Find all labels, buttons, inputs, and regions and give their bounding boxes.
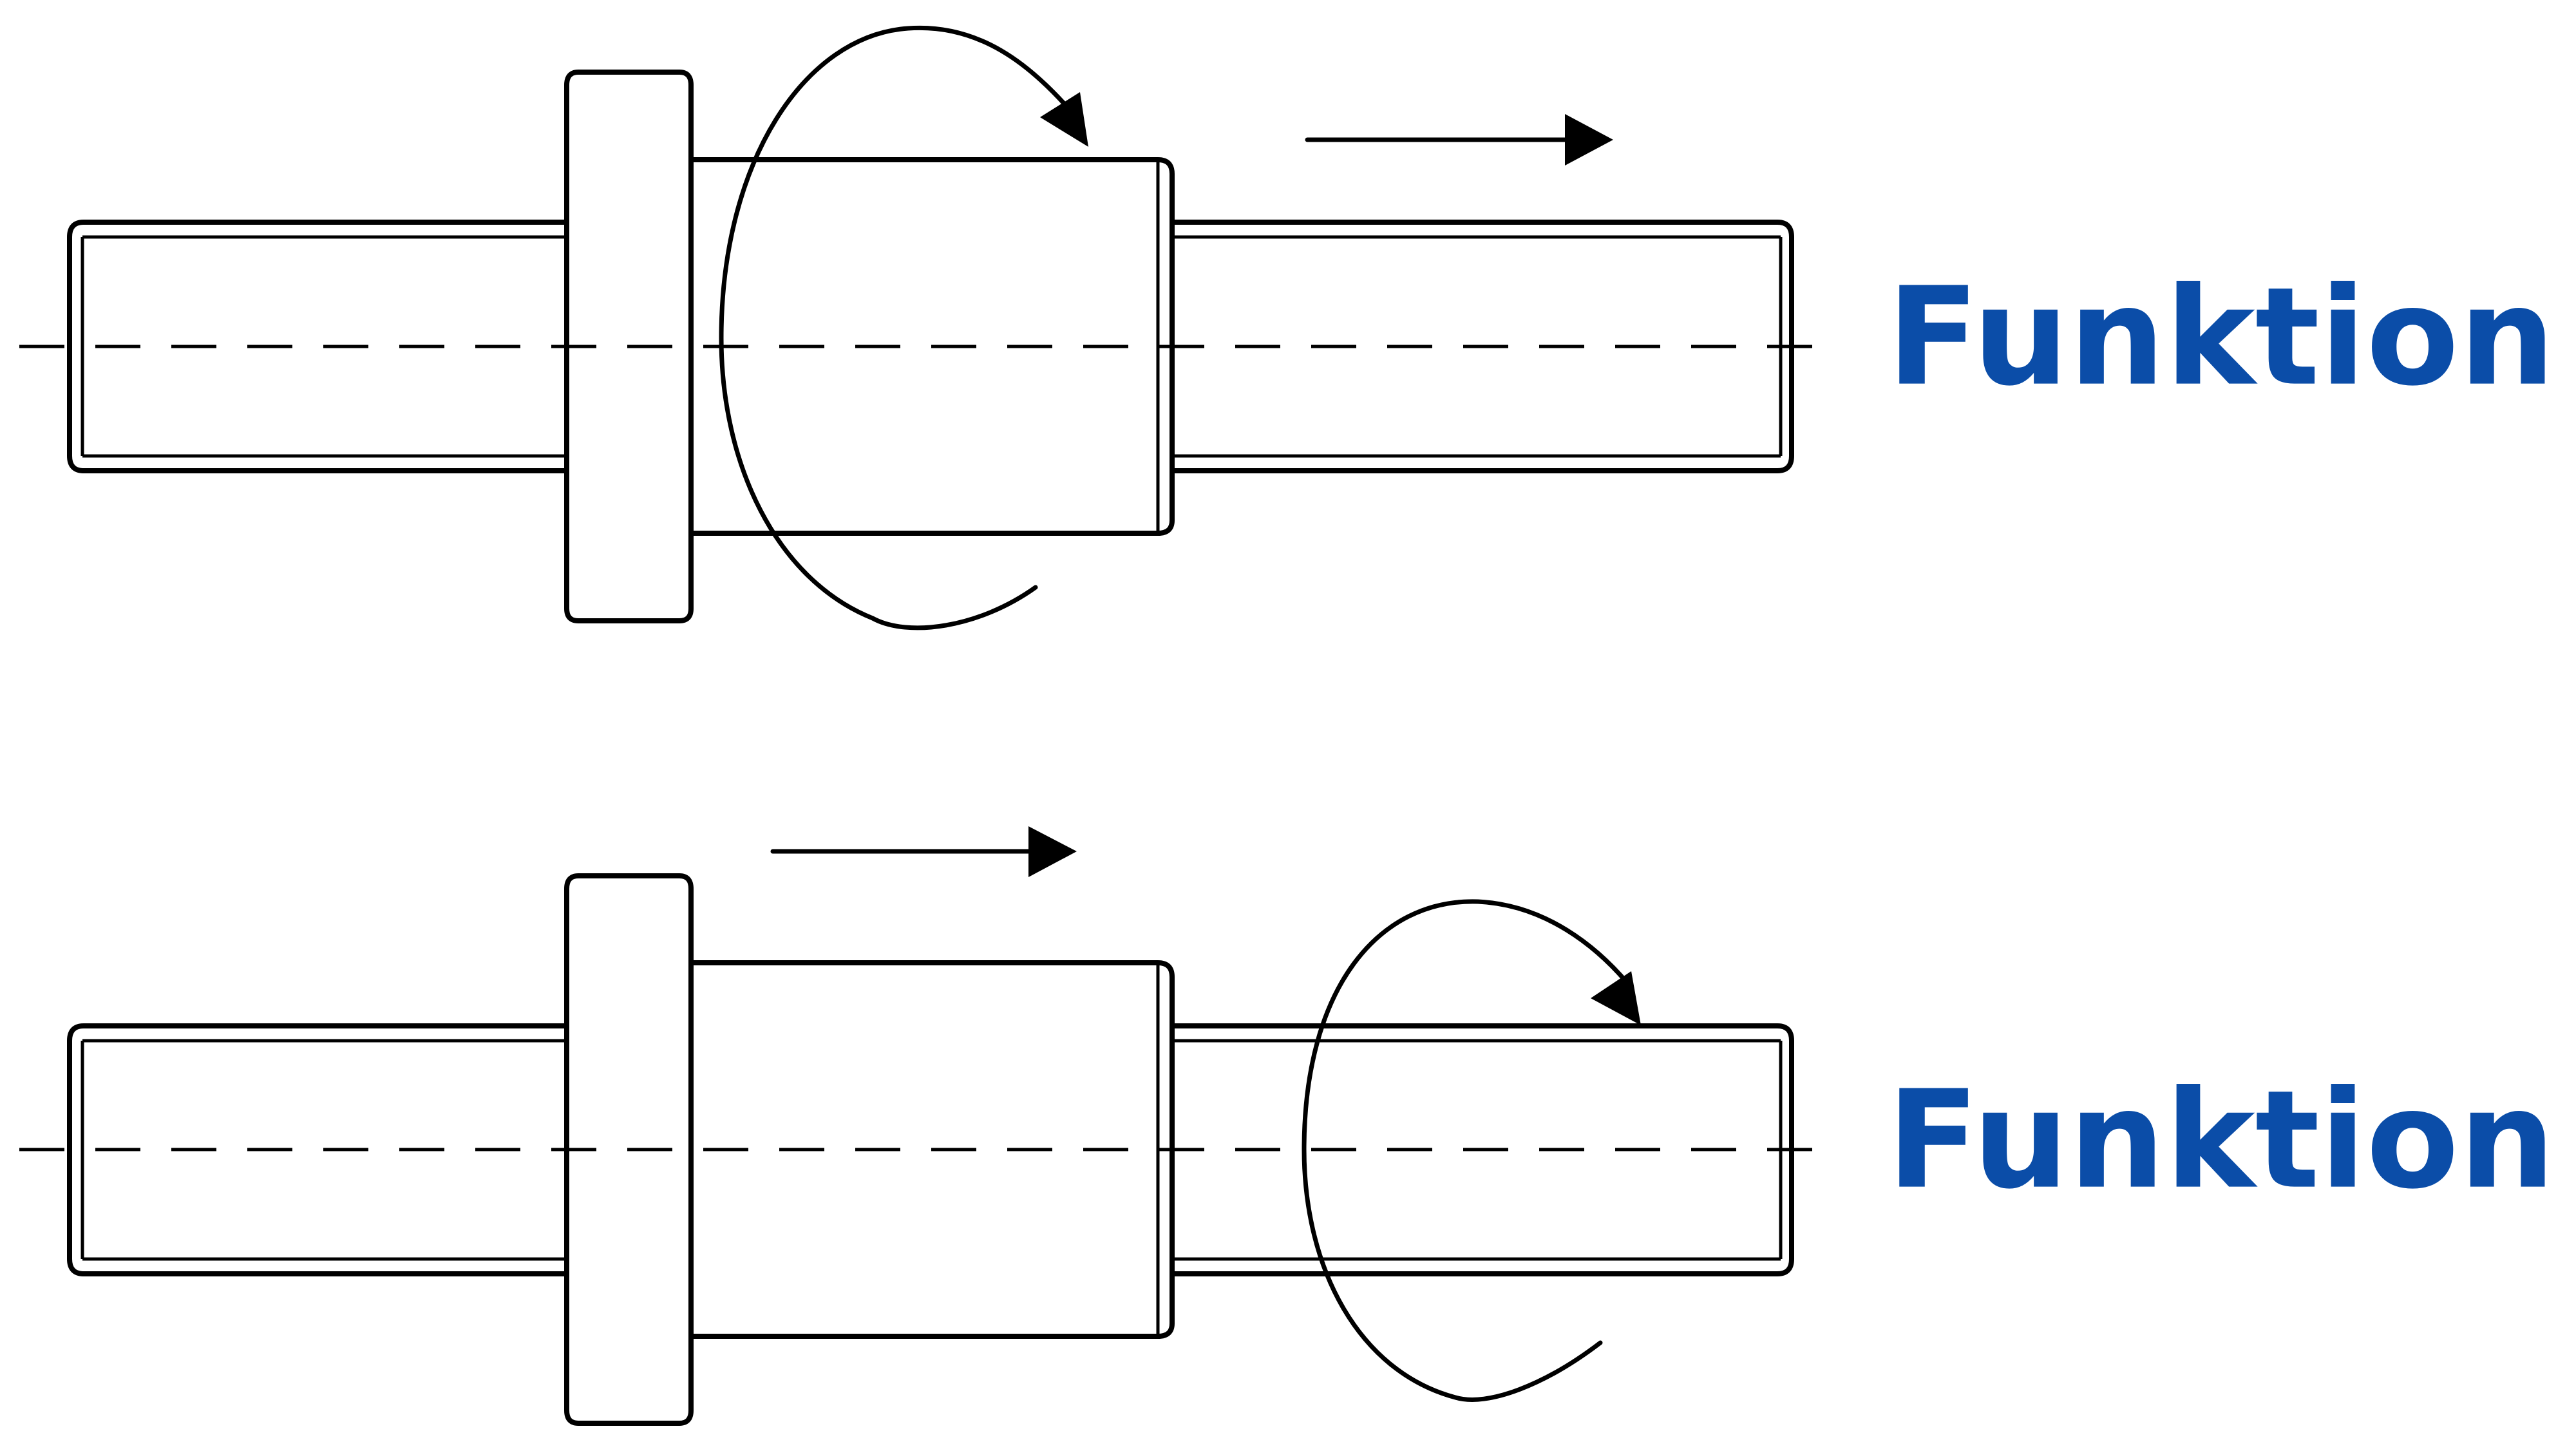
function-a-flange xyxy=(564,70,694,623)
function-a-rotation-arrowhead xyxy=(1040,92,1088,147)
function-b-linear-arrowhead xyxy=(1028,826,1077,877)
function-a-rotation-arrow xyxy=(719,25,1075,630)
function-b-rotation-arrowhead xyxy=(1591,971,1641,1025)
function-a-right-shaft xyxy=(1170,220,1794,473)
function-a-left-shaft xyxy=(67,220,569,473)
function-b-rotation-arrow xyxy=(1302,899,1632,1402)
function-b-nut-body xyxy=(688,960,1175,1339)
function-a-linear-arrowhead xyxy=(1565,114,1613,166)
function-b-left-shaft xyxy=(67,1023,569,1276)
function-a-assembly xyxy=(19,25,1842,630)
function-b-assembly xyxy=(19,826,1842,1426)
function-b-label: Funktion B xyxy=(1887,1061,2576,1219)
function-b-flange xyxy=(564,873,694,1426)
function-b-right-shaft xyxy=(1170,1023,1794,1276)
function-a-label: Funktion A xyxy=(1887,258,2576,416)
function-a-nut-body xyxy=(688,157,1175,536)
